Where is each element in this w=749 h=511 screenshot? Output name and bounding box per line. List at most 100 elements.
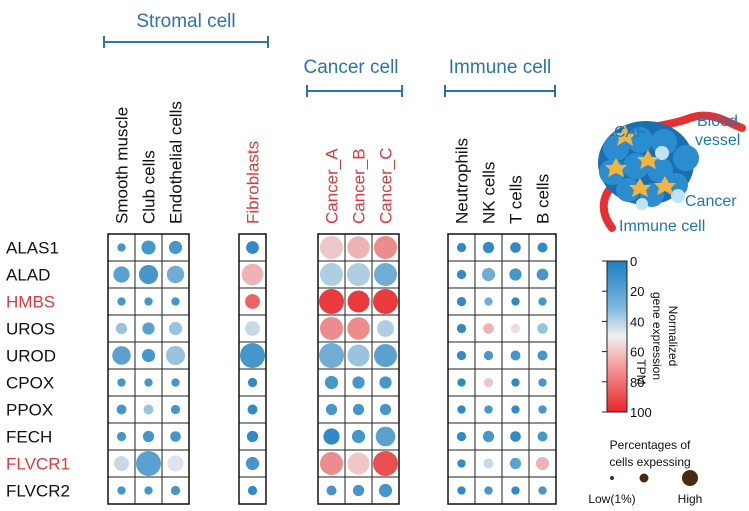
- immune-cell-shape: [636, 198, 648, 210]
- expression-dot: [144, 297, 153, 306]
- expression-dot: [352, 484, 365, 497]
- expression-dot: [373, 262, 398, 287]
- expression-dot: [537, 242, 548, 253]
- expression-dot: [247, 404, 258, 415]
- grid-border: [317, 233, 400, 505]
- expression-dot: [170, 431, 181, 442]
- expression-dot: [510, 242, 521, 253]
- expression-dot: [168, 321, 183, 336]
- tumor-illustration: CAF Blood vessel Cancer Immune cell: [598, 111, 746, 235]
- expression-dot: [373, 289, 398, 314]
- column-label: NK cells: [480, 162, 499, 224]
- grid-border: [238, 233, 267, 505]
- expression-dot: [457, 486, 466, 495]
- color-bar-tick-label: 60: [630, 345, 644, 360]
- expression-dot: [143, 404, 154, 415]
- expression-dot: [484, 405, 493, 414]
- expression-dot: [456, 269, 467, 280]
- expression-dot: [324, 375, 339, 390]
- expression-dot: [144, 486, 153, 495]
- column-label: Cancer_C: [377, 147, 396, 224]
- expression-dot: [319, 289, 344, 314]
- expression-dot: [166, 265, 185, 284]
- dots: [112, 235, 550, 498]
- diagram-label-vessel: vessel: [695, 132, 740, 149]
- expression-dot: [112, 346, 131, 365]
- expression-dot: [456, 323, 467, 334]
- column-label: Cancer_B: [350, 148, 369, 224]
- expression-dot: [510, 350, 521, 361]
- color-bar-tick-label: 0: [630, 254, 637, 269]
- expression-dot: [115, 322, 128, 335]
- gene-label: ALAS1: [6, 239, 59, 258]
- expression-dot: [245, 456, 260, 471]
- expression-dot: [511, 486, 520, 495]
- expression-dot: [379, 403, 392, 416]
- expression-dot: [136, 451, 161, 476]
- expression-dot: [510, 431, 521, 442]
- expression-dot: [457, 405, 466, 414]
- size-legend-title-2: cells expessing: [609, 455, 690, 469]
- expression-dot: [378, 483, 393, 498]
- expression-dot: [171, 378, 180, 387]
- expression-dot: [538, 297, 547, 306]
- caf-shape: [613, 125, 637, 146]
- column-label: Neutrophils: [453, 138, 472, 224]
- tumor-cell: [673, 145, 699, 171]
- column-label: Club cells: [140, 150, 159, 224]
- expression-dot: [347, 290, 370, 313]
- color-bar: [606, 260, 628, 413]
- expression-dot: [165, 345, 186, 366]
- gene-label: FLVCR2: [6, 482, 70, 501]
- column-label: T cells: [507, 175, 526, 224]
- expression-dot: [352, 376, 365, 389]
- expression-dot: [456, 350, 467, 361]
- gene-label: HMBS: [6, 293, 55, 312]
- expression-dot: [457, 459, 466, 468]
- expression-dot: [538, 486, 547, 495]
- blood-vessel-shape-2: [599, 182, 616, 232]
- expression-dot: [510, 323, 521, 334]
- column-label: B cells: [534, 174, 553, 224]
- immune-cell-shape: [671, 189, 685, 203]
- expression-dot: [375, 426, 396, 447]
- column-label: Smooth muscle: [113, 107, 132, 224]
- size-legend: Percentages of cells expessing Low(1%) H…: [588, 438, 702, 506]
- gene-label: UROS: [6, 320, 55, 339]
- gene-label: FLVCR1: [6, 455, 70, 474]
- size-legend-dot-small: [610, 476, 614, 480]
- expression-dot: [536, 268, 549, 281]
- color-bar-tick-label: 80: [630, 375, 644, 390]
- gene-label: UROD: [6, 347, 56, 366]
- expression-dot: [347, 344, 370, 367]
- expression-dot: [538, 378, 547, 387]
- expression-dot: [511, 378, 520, 387]
- expression-dot: [511, 405, 520, 414]
- size-legend-dot-medium: [639, 473, 649, 483]
- expression-dot: [142, 430, 155, 443]
- expression-dot: [352, 403, 365, 416]
- expression-dot: [482, 430, 495, 443]
- diagram-label-caf: CAF: [614, 124, 646, 141]
- expression-dot: [481, 267, 496, 282]
- expression-dot: [484, 297, 493, 306]
- expression-dot: [483, 323, 494, 334]
- expression-dot: [117, 486, 126, 495]
- caf-shape: [637, 150, 659, 169]
- expression-dot: [241, 263, 264, 286]
- color-scale-title-1: Normalized: [666, 306, 680, 367]
- gene-label: ALAD: [6, 266, 50, 285]
- grid-border: [447, 233, 557, 505]
- expression-dot: [347, 452, 370, 475]
- expression-dot: [511, 297, 520, 306]
- expression-dot: [240, 343, 265, 368]
- expression-dot: [379, 376, 392, 389]
- expression-dot: [117, 243, 126, 252]
- gene-label: PPOX: [6, 401, 53, 420]
- expression-dot: [373, 451, 398, 476]
- expression-dot: [509, 457, 522, 470]
- expression-dot: [535, 456, 550, 471]
